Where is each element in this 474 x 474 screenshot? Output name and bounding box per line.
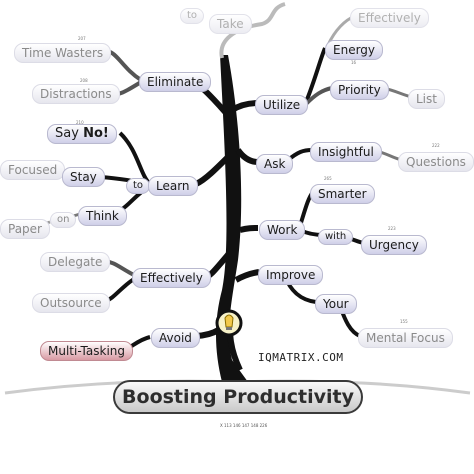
node-on: on bbox=[50, 212, 77, 228]
count-priority: 16 bbox=[351, 60, 357, 65]
node-paper: Paper bbox=[0, 219, 50, 239]
branch-ask bbox=[235, 148, 259, 165]
node-urgency: Urgency bbox=[361, 235, 427, 255]
node-questions: Questions bbox=[398, 152, 474, 172]
node-eliminate: Eliminate bbox=[139, 72, 212, 92]
node-distractions: Distractions bbox=[32, 84, 120, 104]
node-energy: Energy bbox=[325, 40, 384, 60]
count-urgency: 223 bbox=[388, 226, 396, 231]
node-improve: Improve bbox=[258, 265, 324, 285]
branch-learn bbox=[194, 147, 238, 187]
node-work: Work bbox=[259, 220, 306, 240]
node-stay: Stay bbox=[62, 167, 105, 187]
count-say-no: 210 bbox=[76, 120, 84, 125]
central-title: Boosting Productivity bbox=[113, 380, 363, 414]
node-focused: Focused bbox=[0, 160, 66, 180]
say-label: Say bbox=[55, 126, 79, 141]
branch-take bbox=[219, 2, 286, 59]
node-with: with bbox=[318, 229, 354, 245]
no-label: No! bbox=[83, 126, 109, 141]
node-think: Think bbox=[78, 206, 127, 226]
node-learn: Learn bbox=[148, 176, 198, 196]
node-multi-tasking: Multi-Tasking bbox=[40, 341, 134, 361]
count-time-wasters: 207 bbox=[78, 36, 86, 41]
node-mental-focus: Mental Focus bbox=[358, 328, 453, 348]
node-effectively-right: Effectively bbox=[350, 8, 429, 28]
count-smarter: 265 bbox=[324, 176, 332, 181]
node-your: Your bbox=[315, 294, 357, 314]
brand-label: IQMATRIX.COM bbox=[258, 351, 344, 364]
node-effectively-left: Effectively bbox=[132, 268, 211, 288]
node-utilize: Utilize bbox=[255, 95, 309, 115]
node-outsource: Outsource bbox=[32, 293, 110, 313]
count-distractions: 208 bbox=[80, 78, 88, 83]
node-delegate: Delegate bbox=[40, 252, 111, 272]
node-insightful: Insightful bbox=[310, 142, 382, 162]
node-avoid: Avoid bbox=[151, 328, 200, 348]
trunk bbox=[216, 55, 248, 382]
count-questions: 222 bbox=[432, 143, 440, 148]
node-ask: Ask bbox=[256, 154, 294, 174]
footer-meta: X 113 146 147 148 226 bbox=[220, 423, 268, 428]
node-priority: Priority bbox=[330, 80, 389, 100]
node-take: Take bbox=[209, 14, 252, 34]
node-smarter: Smarter bbox=[310, 184, 375, 204]
node-time-wasters: Time Wasters bbox=[14, 43, 112, 63]
node-to-arrow: to bbox=[180, 8, 205, 24]
count-mental-focus: 155 bbox=[400, 319, 408, 324]
node-to: to bbox=[126, 178, 151, 194]
branch-improve bbox=[234, 269, 260, 283]
node-list: List bbox=[408, 89, 445, 109]
node-say-no: Say No! bbox=[47, 124, 117, 144]
branch-work bbox=[239, 225, 259, 233]
